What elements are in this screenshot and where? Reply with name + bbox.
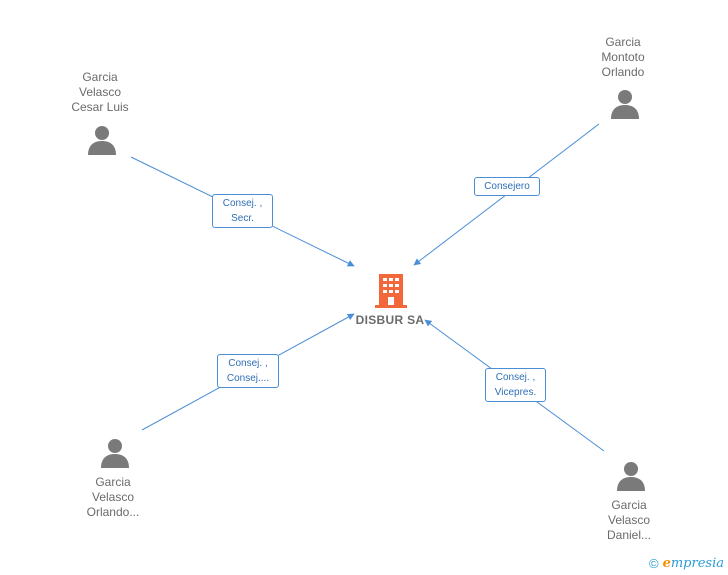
edge-label-3[interactable]: Consej. , Consej.... xyxy=(217,354,279,388)
footer-brand: © empresia xyxy=(649,556,724,571)
edge-label-4[interactable]: Consej. , Vicepres. xyxy=(485,368,546,402)
person-name-4: Garcia Velasco Daniel... xyxy=(606,498,652,542)
edge-label-1[interactable]: Consej. , Secr. xyxy=(212,194,273,228)
person-icon[interactable] xyxy=(99,437,131,469)
copyright-icon: © xyxy=(648,556,659,571)
person-icon[interactable] xyxy=(609,88,641,120)
person-name-2: Garcia Montoto Orlando xyxy=(601,35,645,79)
person-name-1: Garcia Velasco Cesar Luis xyxy=(71,70,129,114)
person-name-3: Garcia Velasco Orlando... xyxy=(86,475,140,519)
person-icon[interactable] xyxy=(615,460,647,492)
building-icon[interactable] xyxy=(374,272,408,308)
brand-logo: empresia xyxy=(662,556,724,571)
edge-label-2[interactable]: Consejero xyxy=(474,177,540,196)
person-icon[interactable] xyxy=(86,124,118,156)
company-name[interactable]: DISBUR SA xyxy=(355,313,425,327)
